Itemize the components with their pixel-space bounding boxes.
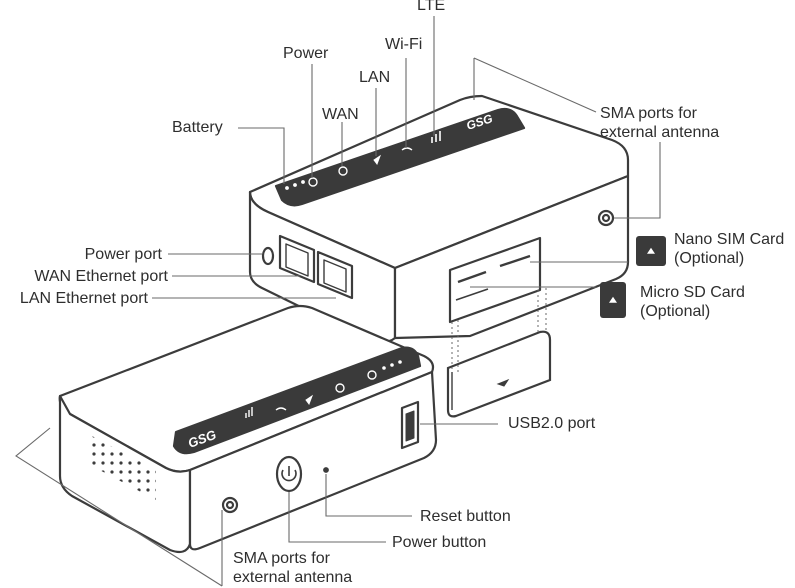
router-bottom-side-face xyxy=(188,370,438,551)
leader-lines xyxy=(15,16,661,587)
label-wan: WAN xyxy=(322,106,359,123)
label-micro-sd-2: (Optional) xyxy=(640,303,711,320)
wan-led-icon xyxy=(338,166,348,176)
label-nano-sim-2: (Optional) xyxy=(674,250,745,267)
speaker-grill xyxy=(92,436,156,500)
label-lte: LTE xyxy=(417,0,446,14)
label-battery: Battery xyxy=(172,119,223,136)
label-power: Power xyxy=(283,45,329,62)
label-wifi: Wi-Fi xyxy=(385,36,423,53)
leader-sma-bottom xyxy=(15,427,223,587)
leader-sma-top xyxy=(473,57,661,219)
tray-leaders xyxy=(451,288,547,372)
nano-sim-card-icon xyxy=(636,236,666,266)
power-led-icon xyxy=(308,177,318,187)
router-bottom-sma-port xyxy=(221,496,239,514)
reset-hole xyxy=(323,467,329,473)
label-lan: LAN xyxy=(359,69,391,86)
router-top-led-panel xyxy=(274,107,526,207)
leader-battery xyxy=(238,127,285,184)
leader-reset xyxy=(325,474,412,517)
router-top-lan-port xyxy=(316,250,354,300)
lan-led-icon xyxy=(373,154,382,166)
router-top-wan-port xyxy=(278,234,316,284)
sim-cover xyxy=(446,330,552,418)
micro-sd-card-icon xyxy=(600,282,626,318)
leader-power-button xyxy=(288,492,386,543)
router-bottom xyxy=(58,304,438,554)
router-bottom-led-panel xyxy=(172,346,422,455)
router-top-sma-port xyxy=(597,209,615,227)
label-sma-bottom-2: external antenna xyxy=(233,569,353,586)
label-micro-sd-1: Micro SD Card xyxy=(640,284,745,301)
label-nano-sim-1: Nano SIM Card xyxy=(674,231,785,248)
label-usb-port: USB2.0 port xyxy=(508,415,596,432)
label-wan-ethernet-port: WAN Ethernet port xyxy=(34,268,168,285)
wifi-led-icon xyxy=(401,147,413,151)
label-power-button: Power button xyxy=(392,534,487,551)
lte-led-icon xyxy=(431,131,441,143)
label-sma-top-1: SMA ports for xyxy=(600,105,697,122)
router-top-power-jack xyxy=(261,246,275,266)
label-reset-button: Reset button xyxy=(420,508,511,525)
label-sma-bottom-1: SMA ports for xyxy=(233,550,330,567)
label-lan-ethernet-port: LAN Ethernet port xyxy=(19,290,148,307)
label-power-port: Power port xyxy=(84,246,162,263)
label-sma-top-2: external antenna xyxy=(600,124,720,141)
